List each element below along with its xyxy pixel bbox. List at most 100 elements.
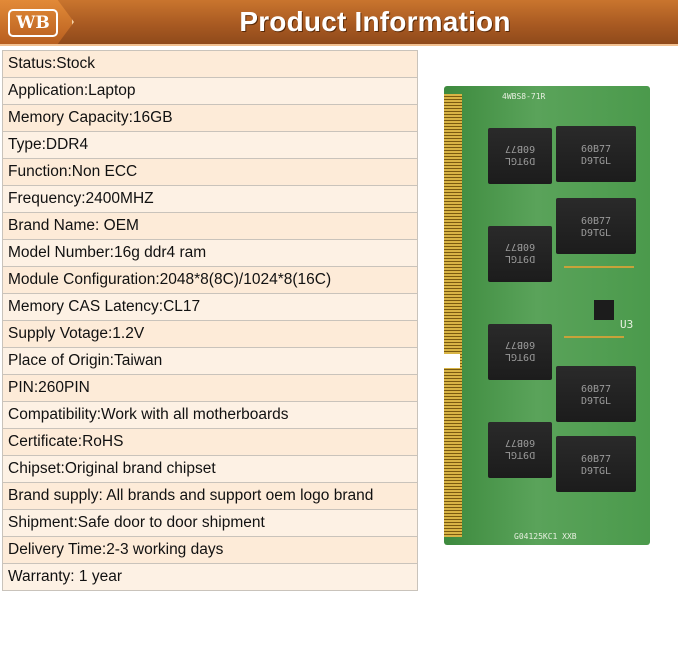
chip-text-line: 60B77: [504, 143, 536, 154]
spec-label: Compatibility:: [8, 406, 102, 423]
spd-chip: [594, 300, 614, 320]
spec-label: Delivery Time:: [8, 541, 107, 558]
header-banner: WB Product Information: [0, 0, 678, 44]
spec-row: Supply Votage:1.2V: [2, 320, 418, 348]
spec-row: PIN:260PIN: [2, 374, 418, 402]
spec-cell: Brand Name: OEM: [2, 212, 418, 240]
spec-label: Memory CAS Latency:: [8, 298, 164, 315]
spec-row: Shipment:Safe door to door shipment: [2, 509, 418, 537]
spec-cell: Frequency:2400MHZ: [2, 185, 418, 213]
spec-cell: Certificate:RoHS: [2, 428, 418, 456]
spec-cell: Module Configuration:2048*8(8C)/1024*8(1…: [2, 266, 418, 294]
spec-row: Module Configuration:2048*8(8C)/1024*8(1…: [2, 266, 418, 294]
spec-label: Brand supply:: [8, 487, 107, 504]
chip-text-line: 60B77: [580, 216, 612, 227]
spec-label: Frequency:: [8, 190, 86, 207]
spec-value: OEM: [103, 217, 139, 234]
spec-label: Supply Votage:: [8, 325, 113, 342]
pcb-silkscreen: G04125KC1 XXB: [514, 532, 577, 541]
page-title: Product Information: [239, 6, 511, 37]
spec-value: Taiwan: [113, 352, 163, 369]
pcb-trace: [564, 336, 624, 338]
chip-text-line: D9TGL: [580, 228, 612, 239]
spec-row: Function:Non ECC: [2, 158, 418, 186]
spec-label: Module Configuration:: [8, 271, 160, 288]
spec-label: Model Number:: [8, 244, 114, 261]
memory-chip: 60B77 D9TGL: [488, 128, 552, 184]
spec-row: Delivery Time:2-3 working days: [2, 536, 418, 564]
spec-label: Type:: [8, 136, 46, 153]
spec-value: 16GB: [132, 109, 173, 126]
spec-label: Application:: [8, 82, 89, 99]
spec-cell: Supply Votage:1.2V: [2, 320, 418, 348]
spec-cell: Warranty: 1 year: [2, 563, 418, 591]
spec-row: Brand supply: All brands and support oem…: [2, 482, 418, 510]
spec-row: Status:Stock: [2, 50, 418, 78]
memory-chip: 60B77 D9TGL: [556, 436, 636, 492]
spec-value: 260PIN: [38, 379, 90, 396]
pcb-silkscreen: 4WBS8-71R: [502, 92, 546, 101]
chip-text-line: D9TGL: [504, 253, 536, 264]
spec-value: Laptop: [88, 82, 136, 99]
module-notch: [444, 354, 460, 368]
spec-label: Memory Capacity:: [8, 109, 133, 126]
spec-value: 2-3 working days: [106, 541, 224, 558]
spec-value: All brands and support oem logo brand: [106, 487, 374, 504]
chip-text-line: D9TGL: [504, 449, 536, 460]
product-image: 4WBS8-71R 60B77 D9TGL 60B77 D9TGL 60B77 …: [444, 86, 650, 545]
spec-cell: Compatibility:Work with all motherboards: [2, 401, 418, 429]
chip-text-line: 60B77: [580, 384, 612, 395]
chip-text-line: D9TGL: [504, 155, 536, 166]
spec-cell: Delivery Time:2-3 working days: [2, 536, 418, 564]
spec-label: Place of Origin:: [8, 352, 114, 369]
spec-value: Original brand chipset: [64, 460, 216, 477]
ic-label: U3: [620, 318, 634, 331]
spec-cell: Place of Origin:Taiwan: [2, 347, 418, 375]
spec-value: 2400MHZ: [85, 190, 154, 207]
chip-text-line: 60B77: [504, 437, 536, 448]
memory-chip: 60B77 D9TGL: [556, 366, 636, 422]
brand-logo-text: WB: [8, 9, 58, 37]
spec-label: PIN:: [8, 379, 39, 396]
spec-row: Frequency:2400MHZ: [2, 185, 418, 213]
spec-cell: Memory CAS Latency:CL17: [2, 293, 418, 321]
chip-text-line: D9TGL: [580, 466, 612, 477]
spec-cell: Application:Laptop: [2, 77, 418, 105]
chip-text-line: 60B77: [504, 339, 536, 350]
spec-cell: Model Number:16g ddr4 ram: [2, 239, 418, 267]
spec-cell: Type:DDR4: [2, 131, 418, 159]
ram-module-image: 4WBS8-71R 60B77 D9TGL 60B77 D9TGL 60B77 …: [444, 86, 650, 545]
spec-row: Type:DDR4: [2, 131, 418, 159]
chip-text-line: D9TGL: [580, 156, 612, 167]
spec-value: CL17: [163, 298, 201, 315]
chip-text-line: 60B77: [580, 144, 612, 155]
header-divider: [0, 44, 678, 46]
spec-cell: PIN:260PIN: [2, 374, 418, 402]
chip-text-line: 60B77: [504, 241, 536, 252]
spec-label: Function:: [8, 163, 72, 180]
spec-value: 2048*8(8C)/1024*8(16C): [159, 271, 332, 288]
chip-text-line: D9TGL: [580, 396, 612, 407]
memory-chip: 60B77 D9TGL: [488, 226, 552, 282]
spec-label: Brand Name:: [8, 217, 104, 234]
spec-value: Stock: [56, 55, 96, 72]
spec-value: Safe door to door shipment: [77, 514, 265, 531]
spec-value: Non ECC: [71, 163, 138, 180]
spec-label: Chipset:: [8, 460, 65, 477]
memory-chip: 60B77 D9TGL: [556, 198, 636, 254]
chip-text-line: D9TGL: [504, 351, 536, 362]
spec-cell: Function:Non ECC: [2, 158, 418, 186]
brand-logo: WB: [0, 0, 74, 44]
spec-row: Memory Capacity:16GB: [2, 104, 418, 132]
spec-row: Model Number:16g ddr4 ram: [2, 239, 418, 267]
spec-cell: Shipment:Safe door to door shipment: [2, 509, 418, 537]
spec-row: Compatibility:Work with all motherboards: [2, 401, 418, 429]
spec-cell: Status:Stock: [2, 50, 418, 78]
spec-row: Place of Origin:Taiwan: [2, 347, 418, 375]
spec-value: DDR4: [45, 136, 89, 153]
spec-cell: Brand supply: All brands and support oem…: [2, 482, 418, 510]
spec-value: Work with all motherboards: [101, 406, 289, 423]
pcb-trace: [564, 266, 634, 268]
spec-row: Memory CAS Latency:CL17: [2, 293, 418, 321]
